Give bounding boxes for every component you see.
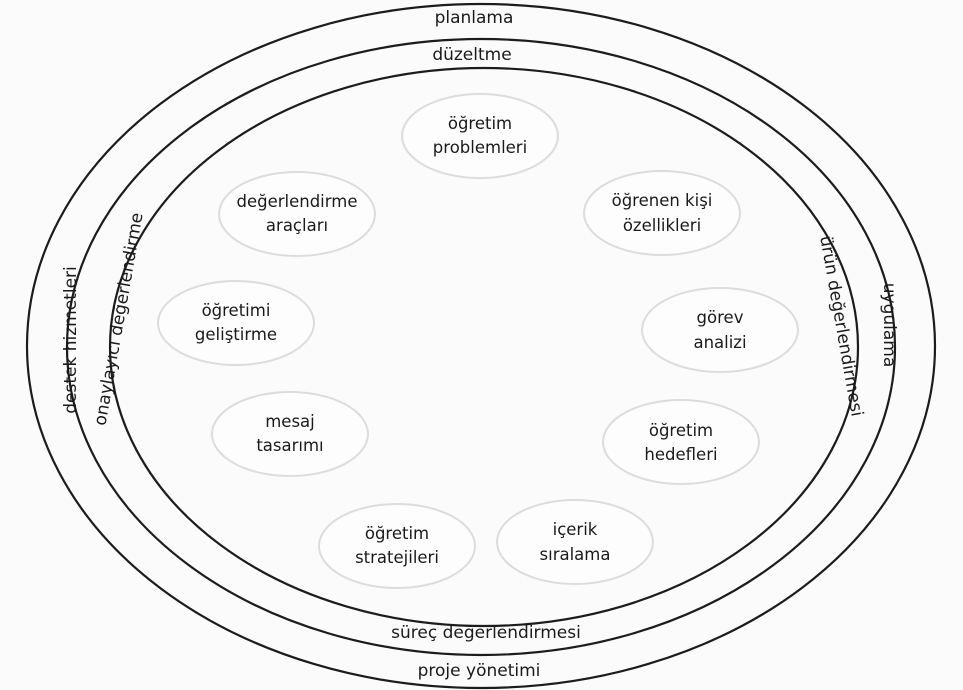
svg-text:mesaj: mesaj: [265, 412, 315, 431]
svg-text:sıralama: sıralama: [540, 545, 611, 564]
node-ogrenen-kisi-ozellikleri: öğrenen kişi özellikleri: [583, 170, 741, 256]
svg-text:hedefleri: hedefleri: [644, 445, 717, 464]
node-degerlendirme-araclari: değerlendirme araçları: [218, 171, 376, 257]
label-duzeltme: düzeltme: [432, 45, 511, 65]
inner-ring: [108, 66, 860, 628]
svg-text:içerik: içerik: [553, 520, 598, 539]
label-planlama: planlama: [435, 8, 514, 28]
svg-text:stratejileri: stratejileri: [355, 548, 439, 567]
svg-text:görev: görev: [697, 308, 744, 327]
outer-ring: [25, 2, 937, 690]
node-ogretim-hedefleri: öğretim hedefleri: [602, 399, 760, 485]
node-mesaj-tasarimi: mesaj tasarımı: [211, 391, 369, 477]
svg-text:değerlendirme: değerlendirme: [236, 192, 357, 211]
svg-text:öğretimi: öğretimi: [202, 301, 271, 320]
svg-text:geliştirme: geliştirme: [195, 325, 277, 344]
node-ogretim-problemleri: öğretim problemleri: [401, 93, 559, 179]
node-ogretim-stratejileri: öğretim stratejileri: [318, 503, 476, 589]
label-uygulama: uygulama: [879, 283, 899, 368]
label-surec-degerlendirmesi: süreç değerlendirmesi: [391, 623, 581, 643]
svg-text:özellikleri: özellikleri: [623, 216, 701, 235]
svg-text:öğretim: öğretim: [649, 421, 713, 440]
label-destek-hizmetleri: destek hizmetleri: [61, 266, 81, 413]
svg-text:öğretim: öğretim: [448, 114, 512, 133]
label-proje-yonetimi: proje yönetimi: [418, 661, 541, 681]
middle-ring: [65, 37, 897, 657]
node-gorev-analizi: görev analizi: [641, 287, 799, 373]
svg-text:öğrenen kişi: öğrenen kişi: [612, 191, 713, 210]
label-onaylayici-degerlendirme: onaylayıcı değerlendirme: [90, 211, 147, 427]
svg-text:problemleri: problemleri: [433, 138, 527, 157]
node-ogretimi-gelistirme: öğretimi geliştirme: [157, 280, 315, 366]
node-icerik-siralama: içerik sıralama: [496, 499, 654, 585]
svg-text:tasarımı: tasarımı: [256, 436, 323, 455]
svg-text:öğretim: öğretim: [365, 524, 429, 543]
svg-text:araçları: araçları: [266, 216, 328, 235]
svg-text:analizi: analizi: [693, 333, 746, 352]
